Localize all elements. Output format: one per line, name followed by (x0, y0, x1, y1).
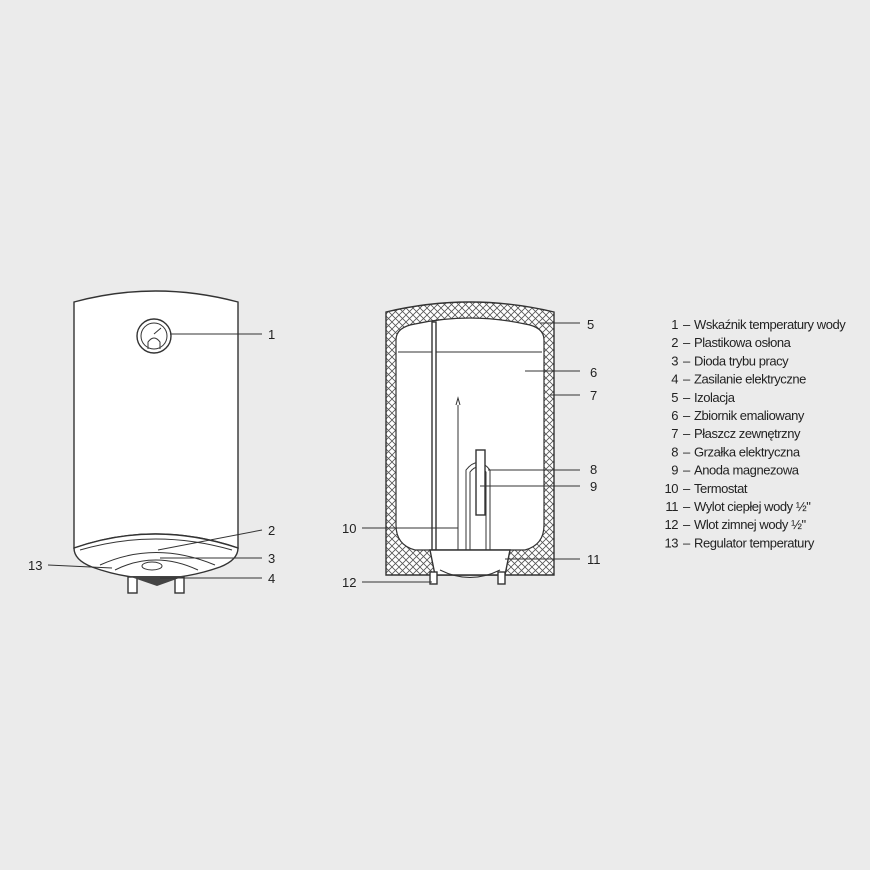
callout-5: 5 (587, 317, 594, 332)
legend-label: Plastikowa osłona (694, 335, 792, 350)
callout-13: 13 (28, 558, 42, 573)
legend-dash: – (683, 517, 691, 532)
callout-7: 7 (590, 388, 597, 403)
heater-cross-section: 5 6 7 8 9 10 11 12 (342, 301, 601, 590)
callout-4: 4 (268, 571, 275, 586)
legend-dash: – (683, 444, 691, 459)
legend-dash: – (683, 535, 691, 550)
legend-number: 9 (671, 463, 678, 478)
legend-dash: – (683, 390, 691, 405)
heater-front-view: 1 2 3 4 13 (28, 290, 275, 594)
legend-item: 4–Zasilanie elektryczne (671, 372, 806, 387)
legend-label: Grzałka elektryczna (694, 444, 801, 459)
legend-item: 11–Wylot ciepłej wody ½" (665, 499, 811, 514)
legend-number: 5 (671, 390, 678, 405)
legend-number: 13 (664, 535, 678, 550)
legend-item: 10–Termostat (664, 481, 748, 496)
legend-label: Wylot ciepłej wody ½" (694, 499, 811, 514)
callout-6: 6 (590, 365, 597, 380)
legend-dash: – (683, 317, 691, 332)
legend-label: Płaszcz zewnętrzny (694, 426, 801, 441)
legend-item: 3–Dioda trybu pracy (671, 353, 789, 368)
legend-label: Wlot zimnej wody ½" (694, 517, 806, 532)
legend-dash: – (683, 463, 691, 478)
legend-number: 4 (671, 372, 678, 387)
legend-item: 5–Izolacja (671, 390, 736, 405)
callout-12: 12 (342, 575, 356, 590)
legend-number: 3 (671, 353, 678, 368)
legend-number: 8 (671, 444, 678, 459)
callout-9: 9 (590, 479, 597, 494)
legend-number: 1 (671, 317, 678, 332)
legend-dash: – (683, 499, 691, 514)
legend-number: 6 (671, 408, 678, 423)
callout-1: 1 (268, 327, 275, 342)
legend-label: Zasilanie elektryczne (694, 372, 806, 387)
legend-number: 12 (664, 517, 678, 532)
callout-11: 11 (587, 552, 601, 567)
legend-item: 6–Zbiornik emaliowany (671, 408, 805, 423)
legend-dash: – (683, 353, 691, 368)
legend-item: 12–Wlot zimnej wody ½" (664, 517, 807, 532)
legend-label: Regulator temperatury (694, 535, 815, 550)
legend-dash: – (683, 372, 691, 387)
legend-item: 8–Grzałka elektryczna (671, 444, 801, 459)
legend: 1–Wskaźnik temperatury wody2–Plastikowa … (664, 317, 846, 550)
legend-dash: – (683, 408, 691, 423)
legend-label: Anoda magnezowa (694, 463, 800, 478)
legend-label: Izolacja (694, 390, 736, 405)
legend-number: 10 (664, 481, 678, 496)
callout-8: 8 (590, 462, 597, 477)
legend-item: 1–Wskaźnik temperatury wody (671, 317, 846, 332)
callout-2: 2 (268, 523, 275, 538)
temperature-gauge (136, 318, 172, 354)
callout-10: 10 (342, 521, 356, 536)
legend-number: 11 (665, 499, 678, 514)
legend-dash: – (683, 426, 691, 441)
legend-label: Wskaźnik temperatury wody (694, 317, 846, 332)
legend-label: Termostat (694, 481, 748, 496)
legend-number: 7 (671, 426, 678, 441)
legend-item: 7–Płaszcz zewnętrzny (671, 426, 801, 441)
legend-item: 9–Anoda magnezowa (671, 463, 800, 478)
legend-label: Dioda trybu pracy (694, 353, 789, 368)
legend-dash: – (683, 481, 691, 496)
callout-3: 3 (268, 551, 275, 566)
legend-number: 2 (671, 335, 678, 350)
legend-dash: – (683, 335, 691, 350)
legend-item: 2–Plastikowa osłona (671, 335, 792, 350)
legend-label: Zbiornik emaliowany (694, 408, 805, 423)
legend-item: 13–Regulator temperatury (664, 535, 815, 550)
